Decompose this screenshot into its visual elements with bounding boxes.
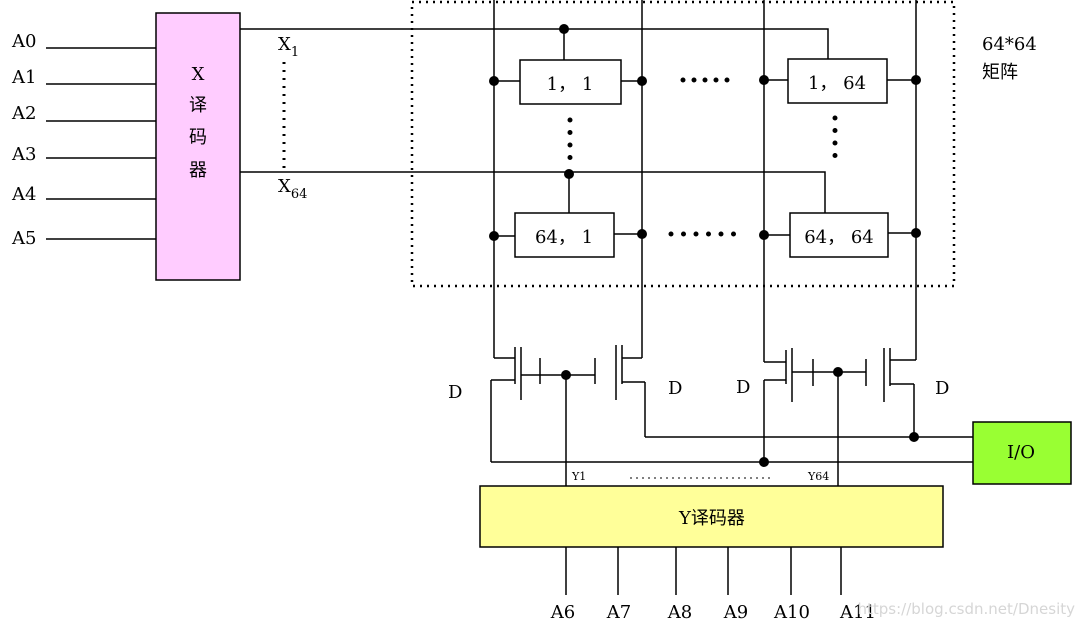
address-label-a10: A10 bbox=[773, 602, 810, 623]
x-decoder-char-3: 码 bbox=[189, 127, 207, 148]
matrix-ellipsis bbox=[567, 77, 838, 237]
x-select-lines bbox=[240, 28, 829, 213]
io-box bbox=[972, 421, 1072, 485]
cell-64-64-label: 64， 64 bbox=[804, 227, 874, 248]
io-label: I/O bbox=[1007, 442, 1035, 463]
column-transistors-right bbox=[763, 348, 917, 486]
matrix-size-label: 64*64 bbox=[982, 34, 1037, 55]
y-address-inputs bbox=[565, 547, 842, 595]
x-address-inputs bbox=[46, 47, 156, 240]
cell-1-64 bbox=[787, 58, 888, 104]
y1-label: Y1 bbox=[571, 470, 586, 483]
y64-label: Y64 bbox=[807, 470, 829, 483]
address-label-a4: A4 bbox=[11, 184, 36, 205]
address-label-a7: A7 bbox=[606, 602, 631, 623]
address-label-a3: A3 bbox=[11, 144, 36, 165]
cell-64-1-label: 64， 1 bbox=[535, 227, 593, 248]
cell-64-1 bbox=[514, 212, 615, 258]
address-label-a11: A11 bbox=[839, 602, 876, 623]
address-label-a2: A2 bbox=[11, 103, 36, 124]
address-label-a8: A8 bbox=[667, 602, 692, 623]
address-label-a9: A9 bbox=[723, 602, 748, 623]
cell-1-1 bbox=[519, 59, 622, 105]
transistor-label-4: D bbox=[935, 378, 949, 399]
watermark-text: https://blog.csdn.net/Dnesity bbox=[858, 600, 1076, 618]
transistor-label-2: D bbox=[668, 378, 682, 399]
transistor-junctions bbox=[561, 367, 919, 467]
column-transistors-left bbox=[490, 345, 916, 486]
bit-lines bbox=[493, 0, 917, 348]
x-decoder-char-2: 译 bbox=[189, 95, 207, 116]
x-decoder-char-4: 器 bbox=[189, 160, 207, 181]
transistor-label-3: D bbox=[736, 377, 750, 398]
address-label-a6: A6 bbox=[550, 602, 575, 623]
transistor-label-1: D bbox=[448, 382, 462, 403]
cell-1-64-label: 1， 64 bbox=[808, 73, 866, 94]
address-label-a1: A1 bbox=[11, 67, 36, 88]
io-data-lines bbox=[491, 436, 973, 463]
y-decoder-box bbox=[479, 485, 944, 548]
cell-1-1-label: 1， 1 bbox=[547, 74, 594, 95]
matrix-name-label: 矩阵 bbox=[982, 62, 1018, 83]
cell-64-64 bbox=[789, 212, 889, 258]
address-label-a5: A5 bbox=[11, 228, 36, 249]
x1-label: X1 bbox=[278, 34, 299, 60]
matrix-junctions bbox=[489, 24, 921, 241]
y-decoder-label: Y译码器 bbox=[678, 508, 745, 529]
x-decoder-box bbox=[155, 12, 241, 281]
x-decoder-char-1: X bbox=[192, 64, 205, 85]
x64-label: X64 bbox=[278, 176, 307, 202]
address-label-a0: A0 bbox=[11, 31, 36, 52]
